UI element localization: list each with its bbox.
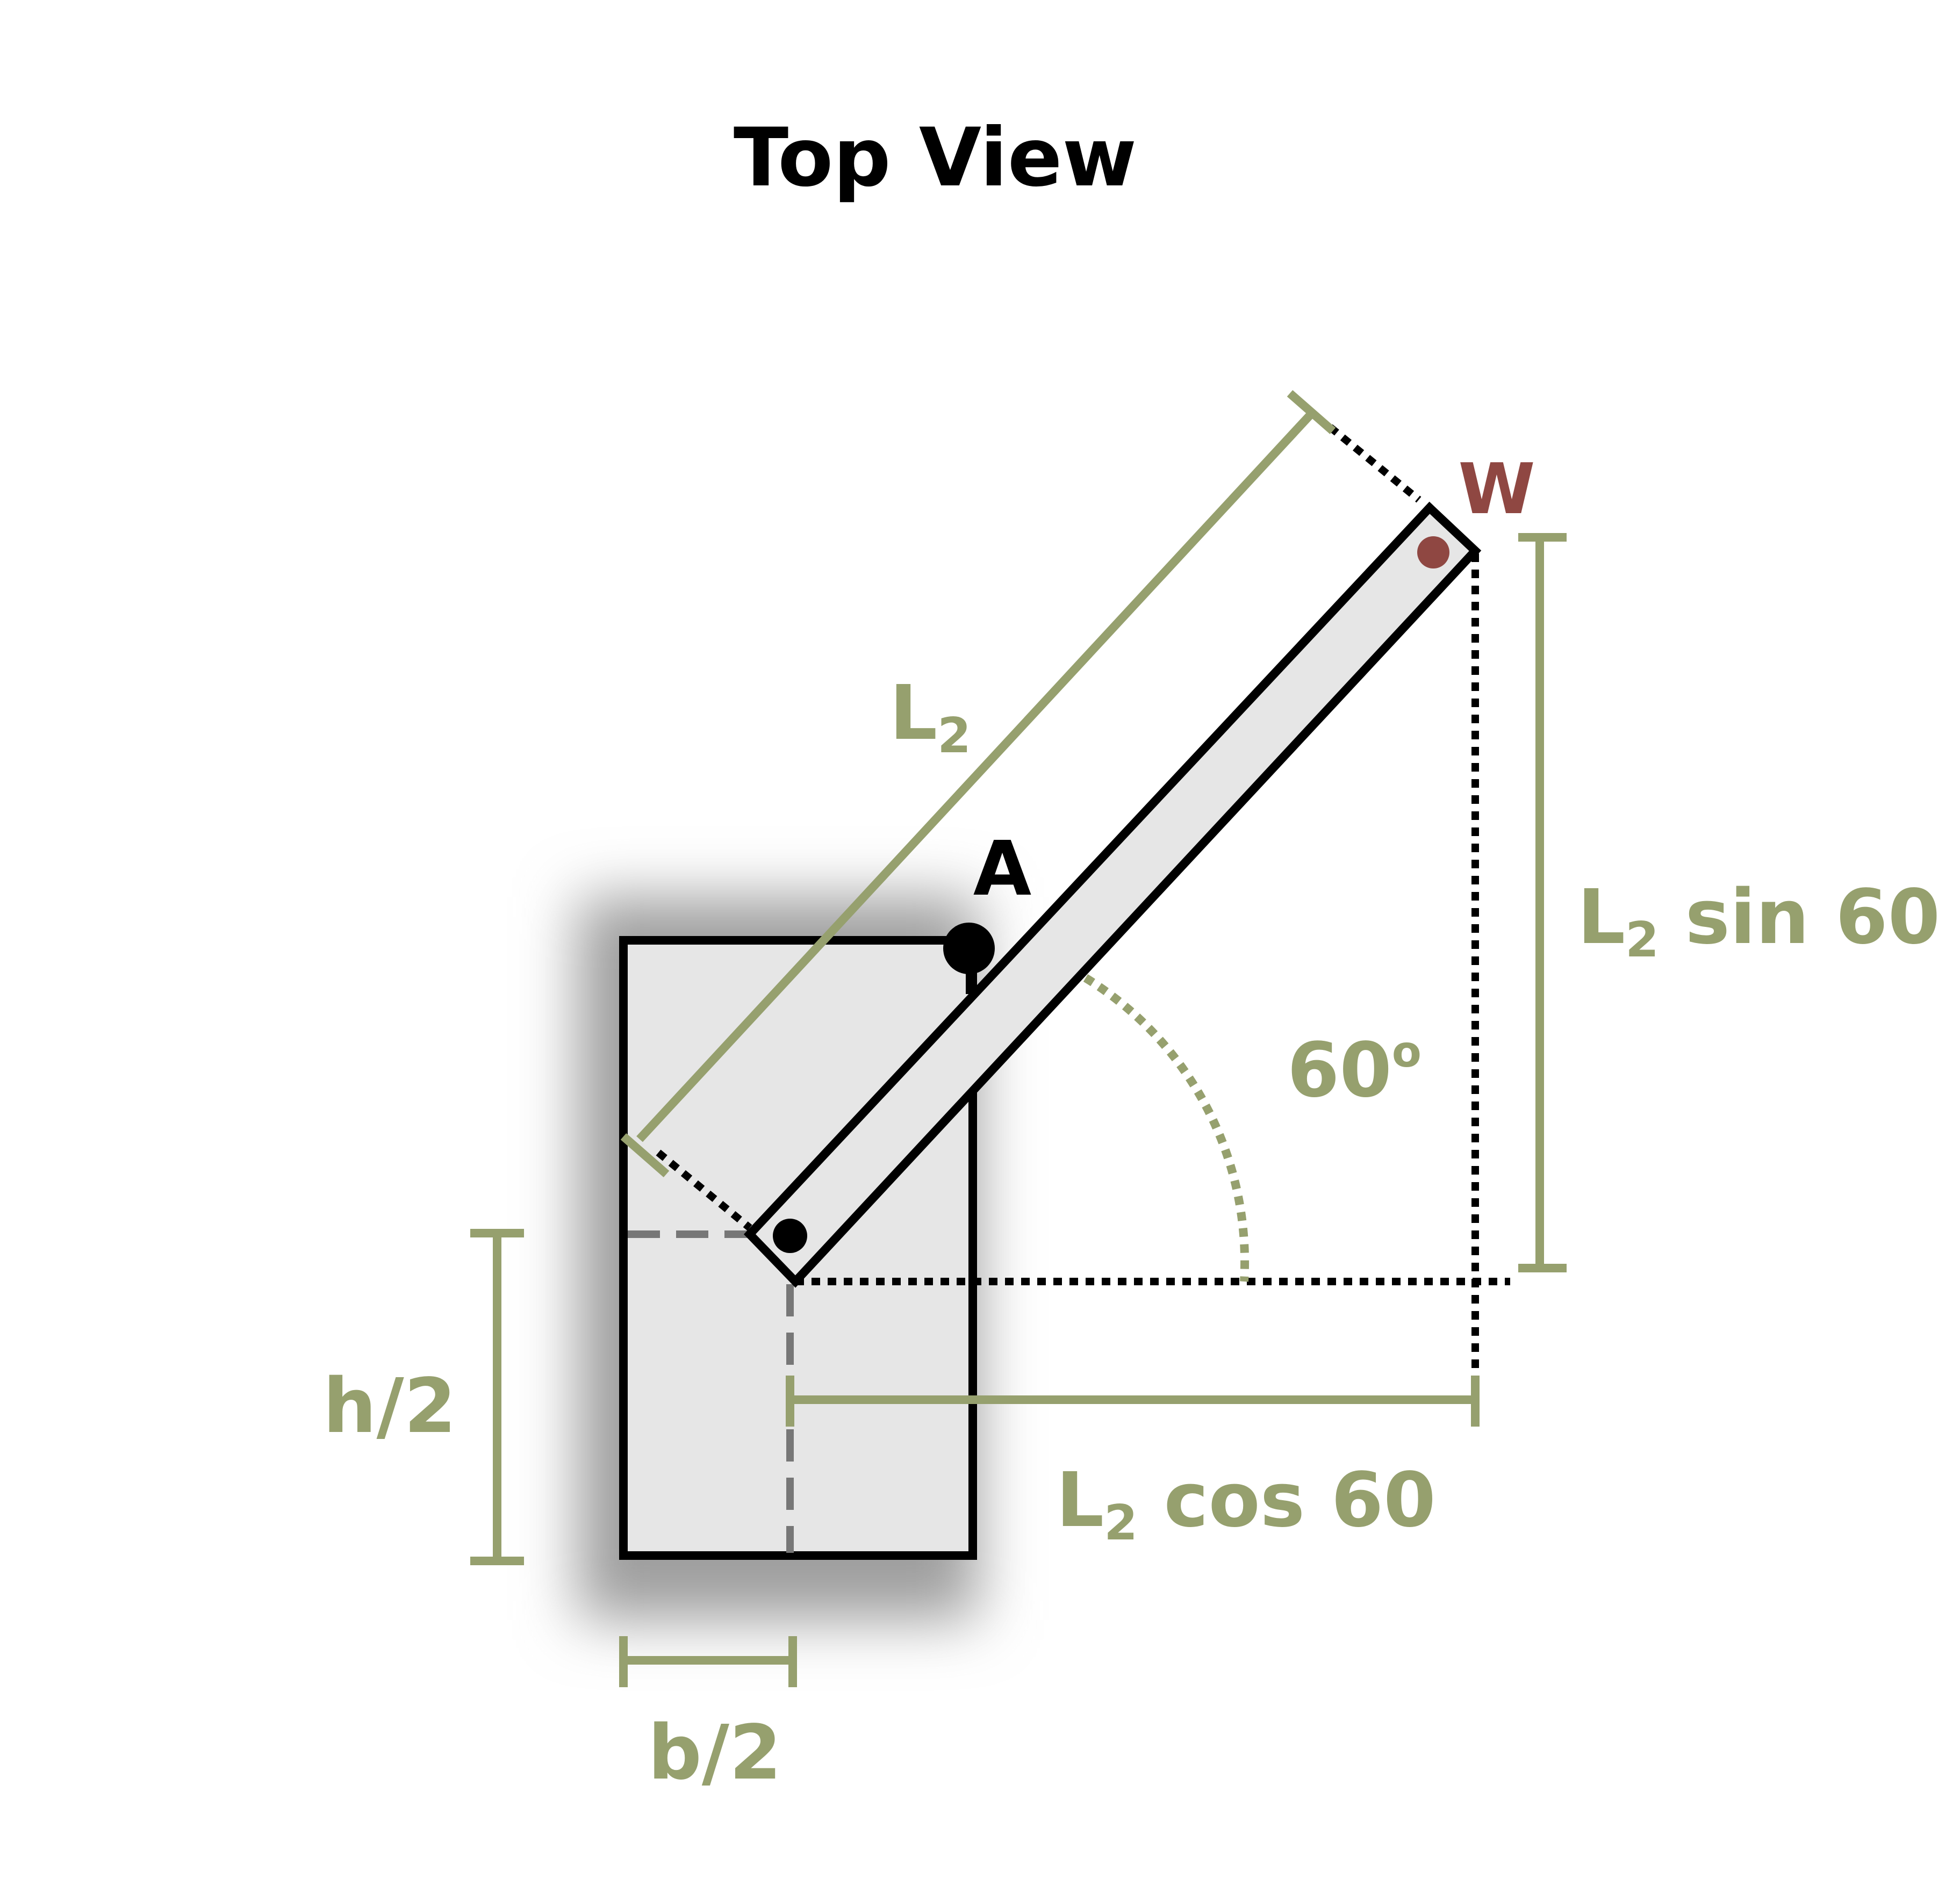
half-base-dimension <box>619 1636 797 1687</box>
angle-arc <box>1083 974 1250 1282</box>
end-extension-line-top <box>1327 424 1421 503</box>
end-extension-line-bottom <box>656 1149 752 1231</box>
horizontal-component-label-l: L <box>1056 1457 1104 1544</box>
angle-label-value: 60 <box>1287 1027 1392 1114</box>
point-a-label: A <box>973 825 1031 913</box>
half-base-label: b/2 <box>648 1709 782 1797</box>
vertical-component-label-l: L <box>1577 874 1625 961</box>
vertical-component-label-tail: sin 60 <box>1659 874 1940 961</box>
load-w-label: W <box>1458 448 1535 530</box>
horizontal-component-label: L2 cos 60 <box>1056 1457 1436 1551</box>
horizontal-component-dimension <box>786 1376 1480 1427</box>
horizontal-component-label-tail: cos 60 <box>1138 1457 1436 1544</box>
length-label: L2 <box>889 670 971 764</box>
point-a-marker <box>943 923 995 974</box>
vertical-component-label: L2 sin 60 <box>1577 874 1940 968</box>
vertical-component-label-subscript: 2 <box>1625 912 1659 968</box>
length-dimension <box>620 390 1336 1178</box>
load-w-marker <box>1417 536 1449 568</box>
diagram-title: Top View <box>734 111 1137 205</box>
angle-label: 60o <box>1287 1027 1421 1114</box>
length-label-subscript: 2 <box>937 708 971 764</box>
half-height-label: h/2 <box>323 1363 456 1450</box>
pivot-point <box>773 1219 807 1253</box>
arm-bar <box>743 501 1482 1288</box>
angle-label-degree: o <box>1392 1027 1421 1077</box>
half-height-dimension <box>470 1229 524 1565</box>
length-label-main: L <box>889 670 937 757</box>
vertical-component-dimension <box>1518 533 1567 1272</box>
horizontal-component-label-subscript: 2 <box>1104 1495 1138 1551</box>
